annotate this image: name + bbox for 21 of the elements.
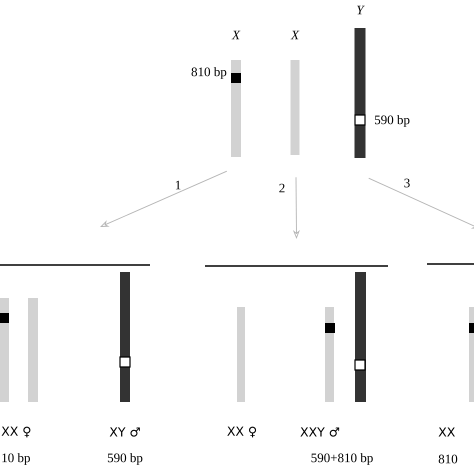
chromosome-label: X [232, 30, 240, 40]
genotype-label: XX ♀ [2, 426, 30, 438]
group-line [0, 264, 150, 266]
edge-label: 1 [176, 180, 180, 190]
edge-label: 2 [279, 184, 285, 192]
genotype-label: XX [438, 427, 455, 437]
size-label: 590 bp [108, 453, 142, 465]
size-label: 590+810 bp [311, 453, 373, 465]
size-label: 810 bp [192, 67, 226, 79]
edge-label: 3 [404, 178, 410, 188]
chromosome-label: Y [357, 6, 365, 14]
genotype-label: XX ♀ [227, 426, 256, 438]
size-label: 810 [438, 454, 458, 464]
size-label: 10 bp [2, 453, 30, 465]
group-line [427, 263, 474, 265]
group-line [205, 265, 388, 267]
arrow [368, 178, 474, 229]
chromosome-label: X [290, 30, 300, 40]
genotype-label: XXY ♂ [300, 427, 340, 437]
size-label: 590 bp [374, 115, 410, 127]
genotype-label: XY ♂ [110, 427, 140, 437]
